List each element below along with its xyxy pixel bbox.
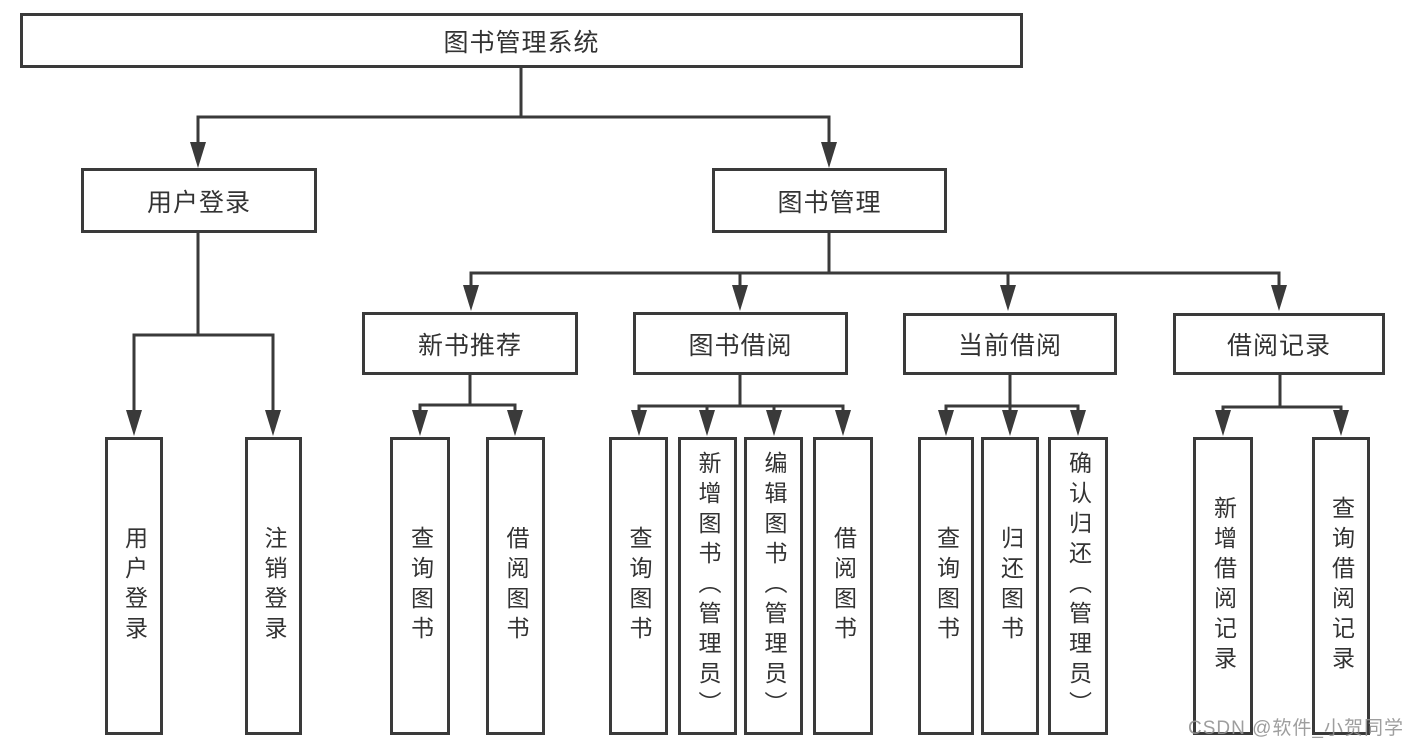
- leaf-label: 借阅图书: [830, 526, 857, 646]
- connector-borrow-records-children: [1215, 373, 1349, 436]
- leaf-confirm-return-admin: 确认归还（管理员）: [1048, 437, 1108, 735]
- leaf-label: 查询借阅记录: [1328, 496, 1355, 676]
- leaf-label: 查询图书: [407, 526, 434, 646]
- node-label: 图书管理: [777, 188, 882, 217]
- node-book-borrowing: 图书借阅: [633, 312, 848, 375]
- leaf-label: 新增借阅记录: [1210, 496, 1237, 676]
- node-label: 图书管理系统: [443, 28, 600, 57]
- leaf-query-books: 查询图书: [609, 437, 668, 735]
- node-label: 用户登录: [146, 188, 251, 217]
- leaf-borrow-books: 借阅图书: [486, 437, 545, 735]
- node-label: 借阅记录: [1226, 332, 1331, 360]
- node-user-login: 用户登录: [81, 168, 317, 233]
- leaf-query-borrow-record: 查询借阅记录: [1312, 437, 1370, 735]
- leaf-add-books-admin: 新增图书（管理员）: [678, 437, 737, 735]
- node-current-borrowing: 当前借阅: [903, 313, 1117, 375]
- node-label: 当前借阅: [957, 332, 1062, 360]
- leaf-label: 新增图书（管理员）: [695, 451, 721, 721]
- node-borrowing-records: 借阅记录: [1173, 313, 1385, 375]
- leaf-label: 查询图书: [626, 526, 652, 646]
- connector-new-book-children: [412, 373, 523, 436]
- leaf-query-books: 查询图书: [918, 437, 974, 735]
- leaf-logout: 注销登录: [245, 437, 302, 735]
- leaf-label: 编辑图书（管理员）: [761, 451, 787, 721]
- connector-current-borrow-children: [938, 373, 1086, 436]
- leaf-add-borrow-record: 新增借阅记录: [1193, 437, 1253, 735]
- node-library-management-system: 图书管理系统: [20, 13, 1023, 68]
- leaf-label: 确认归还（管理员）: [1065, 451, 1092, 721]
- node-label: 图书借阅: [688, 331, 793, 360]
- leaf-label: 查询图书: [933, 526, 960, 646]
- leaf-edit-books-admin: 编辑图书（管理员）: [744, 437, 803, 735]
- connector-root-to-level2: [190, 66, 837, 168]
- leaf-label: 借阅图书: [503, 526, 529, 646]
- connector-book-management-children: [463, 231, 1287, 311]
- leaf-label: 归还图书: [997, 526, 1024, 646]
- connector-book-borrow-children: [631, 373, 851, 436]
- leaf-borrow-books: 借阅图书: [813, 437, 873, 735]
- leaf-label: 用户登录: [121, 526, 148, 646]
- leaf-query-books: 查询图书: [390, 437, 450, 735]
- node-label: 新书推荐: [417, 331, 522, 360]
- node-book-management: 图书管理: [712, 168, 947, 233]
- csdn-watermark: CSDN @软件_小贺同学: [1188, 718, 1404, 739]
- connector-user-login-children: [126, 231, 281, 436]
- leaf-label: 注销登录: [261, 526, 287, 646]
- node-new-book-recommend: 新书推荐: [362, 312, 578, 375]
- leaf-user-login: 用户登录: [105, 437, 163, 735]
- leaf-return-books: 归还图书: [981, 437, 1039, 735]
